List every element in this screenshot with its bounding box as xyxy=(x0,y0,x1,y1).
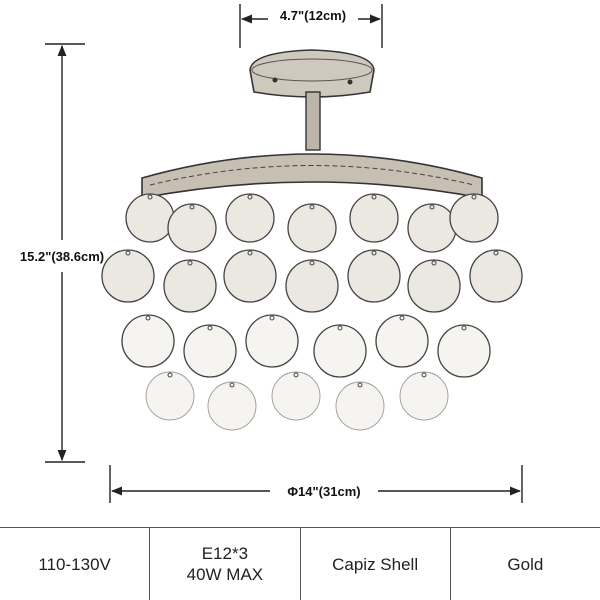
shell-disc xyxy=(349,193,399,243)
shell-hook xyxy=(399,315,405,321)
shell-hook xyxy=(493,250,499,256)
shell-disc xyxy=(183,324,237,378)
spec-finish: Gold xyxy=(449,527,600,600)
shell-hook xyxy=(189,204,195,210)
shell-disc xyxy=(313,324,367,378)
shell-disc xyxy=(167,203,217,253)
spec-bulb-wattage: 40W MAX xyxy=(186,565,264,584)
shell-disc xyxy=(145,371,195,421)
shell-disc xyxy=(449,193,499,243)
spec-finish-text: Gold xyxy=(507,554,544,574)
shell-disc xyxy=(271,371,321,421)
canopy-plate xyxy=(249,49,375,98)
shell-disc xyxy=(437,324,491,378)
shell-disc xyxy=(223,249,277,303)
shell-hook xyxy=(431,260,437,266)
shell-disc xyxy=(225,193,275,243)
shell-hook xyxy=(247,194,253,200)
spec-voltage: 110-130V xyxy=(0,527,150,600)
spec-material: Capiz Shell xyxy=(299,527,450,600)
shell-disc xyxy=(347,249,401,303)
shell-disc xyxy=(375,314,429,368)
shell-disc xyxy=(125,193,175,243)
shell-disc xyxy=(407,203,457,253)
spec-voltage-text: 110-130V xyxy=(38,554,111,574)
height-label: 15.2"(38.6cm) xyxy=(20,249,104,264)
shell-disc xyxy=(287,203,337,253)
shell-hook xyxy=(371,194,377,200)
spec-table: 110-130V E12*3 40W MAX Capiz Shell Gold xyxy=(0,527,600,600)
shell-hook xyxy=(145,315,151,321)
diameter-dimension: Φ14"(31cm) xyxy=(109,465,523,503)
shell-disc xyxy=(469,249,523,303)
diameter-label: Φ14"(31cm) xyxy=(287,484,360,499)
shell-hook xyxy=(247,250,253,256)
shell-hook xyxy=(229,382,235,388)
shell-disc xyxy=(285,259,339,313)
decorative-ring xyxy=(141,153,483,199)
chandelier-illustration xyxy=(101,49,523,431)
shell-disc xyxy=(207,381,257,431)
shell-hook xyxy=(471,194,477,200)
shell-hook xyxy=(125,250,131,256)
spec-bulb-type: E12*3 xyxy=(201,544,249,563)
shell-hook xyxy=(187,260,193,266)
shell-hook xyxy=(147,194,153,200)
shell-disc xyxy=(399,371,449,421)
shell-disc xyxy=(101,249,155,303)
shell-hook xyxy=(337,325,343,331)
shell-hook xyxy=(309,260,315,266)
shell-hook xyxy=(269,315,275,321)
shell-disc xyxy=(121,314,175,368)
spec-material-text: Capiz Shell xyxy=(332,554,419,574)
shell-hook xyxy=(357,382,363,388)
shell-hook xyxy=(429,204,435,210)
shell-hook xyxy=(207,325,213,331)
shell-disc xyxy=(335,381,385,431)
downrod xyxy=(305,91,321,151)
shell-hook xyxy=(421,372,427,378)
shell-hook xyxy=(293,372,299,378)
capiz-shells xyxy=(101,193,523,431)
canopy-width-dimension: 4.7"(12cm) xyxy=(239,4,383,48)
shell-hook xyxy=(371,250,377,256)
height-dimension: 15.2"(38.6cm) xyxy=(20,43,104,463)
shell-disc xyxy=(245,314,299,368)
shell-hook xyxy=(167,372,173,378)
shell-hook xyxy=(309,204,315,210)
canopy-width-label: 4.7"(12cm) xyxy=(280,8,346,23)
spec-bulb: E12*3 40W MAX xyxy=(149,527,300,600)
shell-hook xyxy=(461,325,467,331)
shell-disc xyxy=(407,259,461,313)
shell-disc xyxy=(163,259,217,313)
